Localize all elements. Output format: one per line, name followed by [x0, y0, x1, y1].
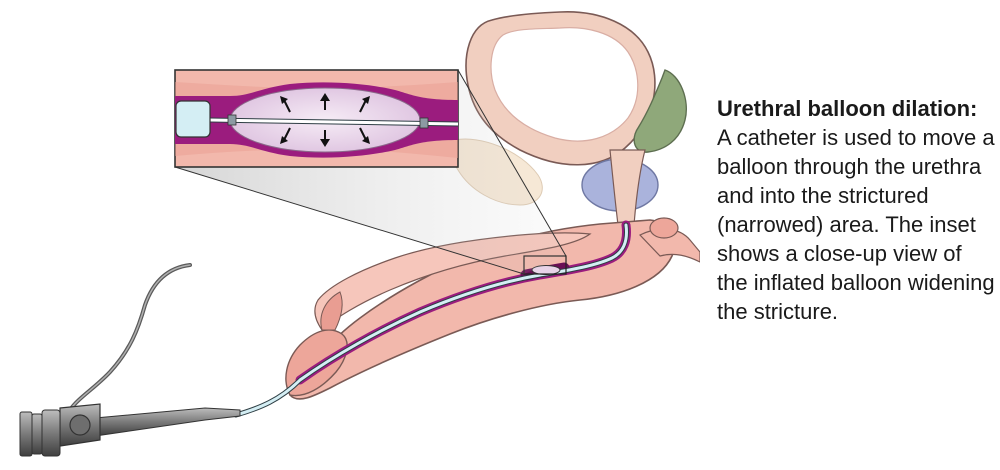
- seminal-vesicle: [633, 69, 687, 153]
- caption: Urethral balloon dilation: A catheter is…: [717, 94, 995, 326]
- caption-body: A catheter is used to move a balloon thr…: [717, 125, 995, 324]
- inset-closeup: [174, 69, 459, 168]
- inset-catheter-body: [175, 100, 211, 138]
- bladder: [465, 11, 656, 166]
- guidewire: [68, 263, 192, 412]
- urethral-dilation-illustration: [19, 11, 700, 457]
- caption-title: Urethral balloon dilation:: [717, 96, 978, 121]
- outward-arrows-icon: [280, 93, 370, 147]
- external-sphincter: [649, 217, 679, 239]
- zoom-connector: [175, 70, 566, 274]
- catheter-handle: [19, 263, 241, 457]
